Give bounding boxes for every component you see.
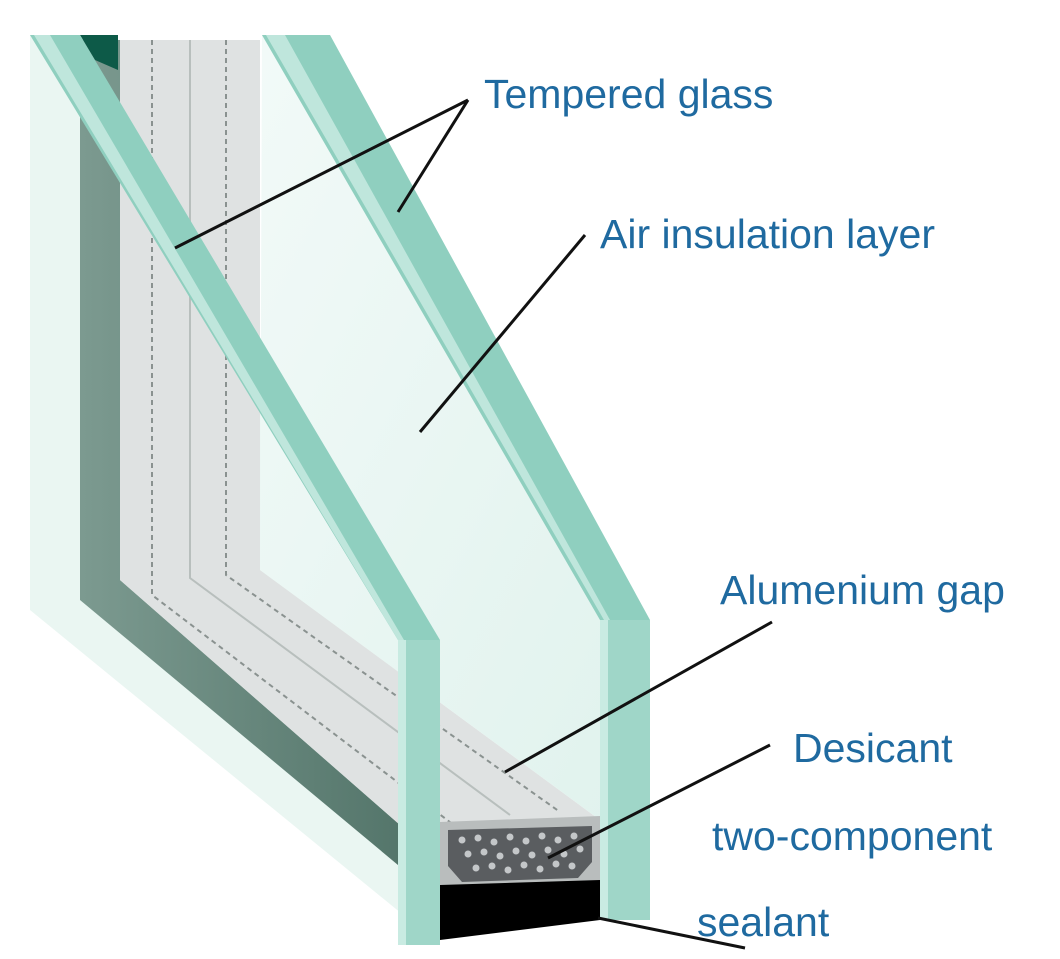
front-glass-edge-highlight [266,35,610,620]
front-glass-thickness-shine [600,620,608,920]
back-frame-top-dark [80,35,118,70]
desiccant-beads [458,832,584,874]
label-tempered-glass: Tempered glass [484,71,774,117]
leader-air [418,234,587,433]
leader-alu [504,620,773,774]
spacer-band [120,40,600,860]
leader-tempered-left [174,98,469,250]
leader-tempered-right [396,99,470,213]
front-glass-thickness [600,620,650,920]
back-glass-edge-highlight [34,35,404,640]
spacer-dash-3 [225,40,561,813]
label-sealant-line2: sealant [697,899,830,945]
label-sealant-line1: two-component [712,813,993,859]
front-pane-face [260,35,650,820]
leader-sealant [597,916,746,950]
label-desiccant: Desicant [793,725,953,771]
leader-desi [547,743,771,860]
leader-lines [174,98,773,950]
back-glass-thickness-shine [398,640,406,945]
label-air-insulation-layer: Air insulation layer [600,211,935,257]
label-aluminium-gap: Alumenium gap [720,567,1005,613]
sealant-block [440,880,600,940]
